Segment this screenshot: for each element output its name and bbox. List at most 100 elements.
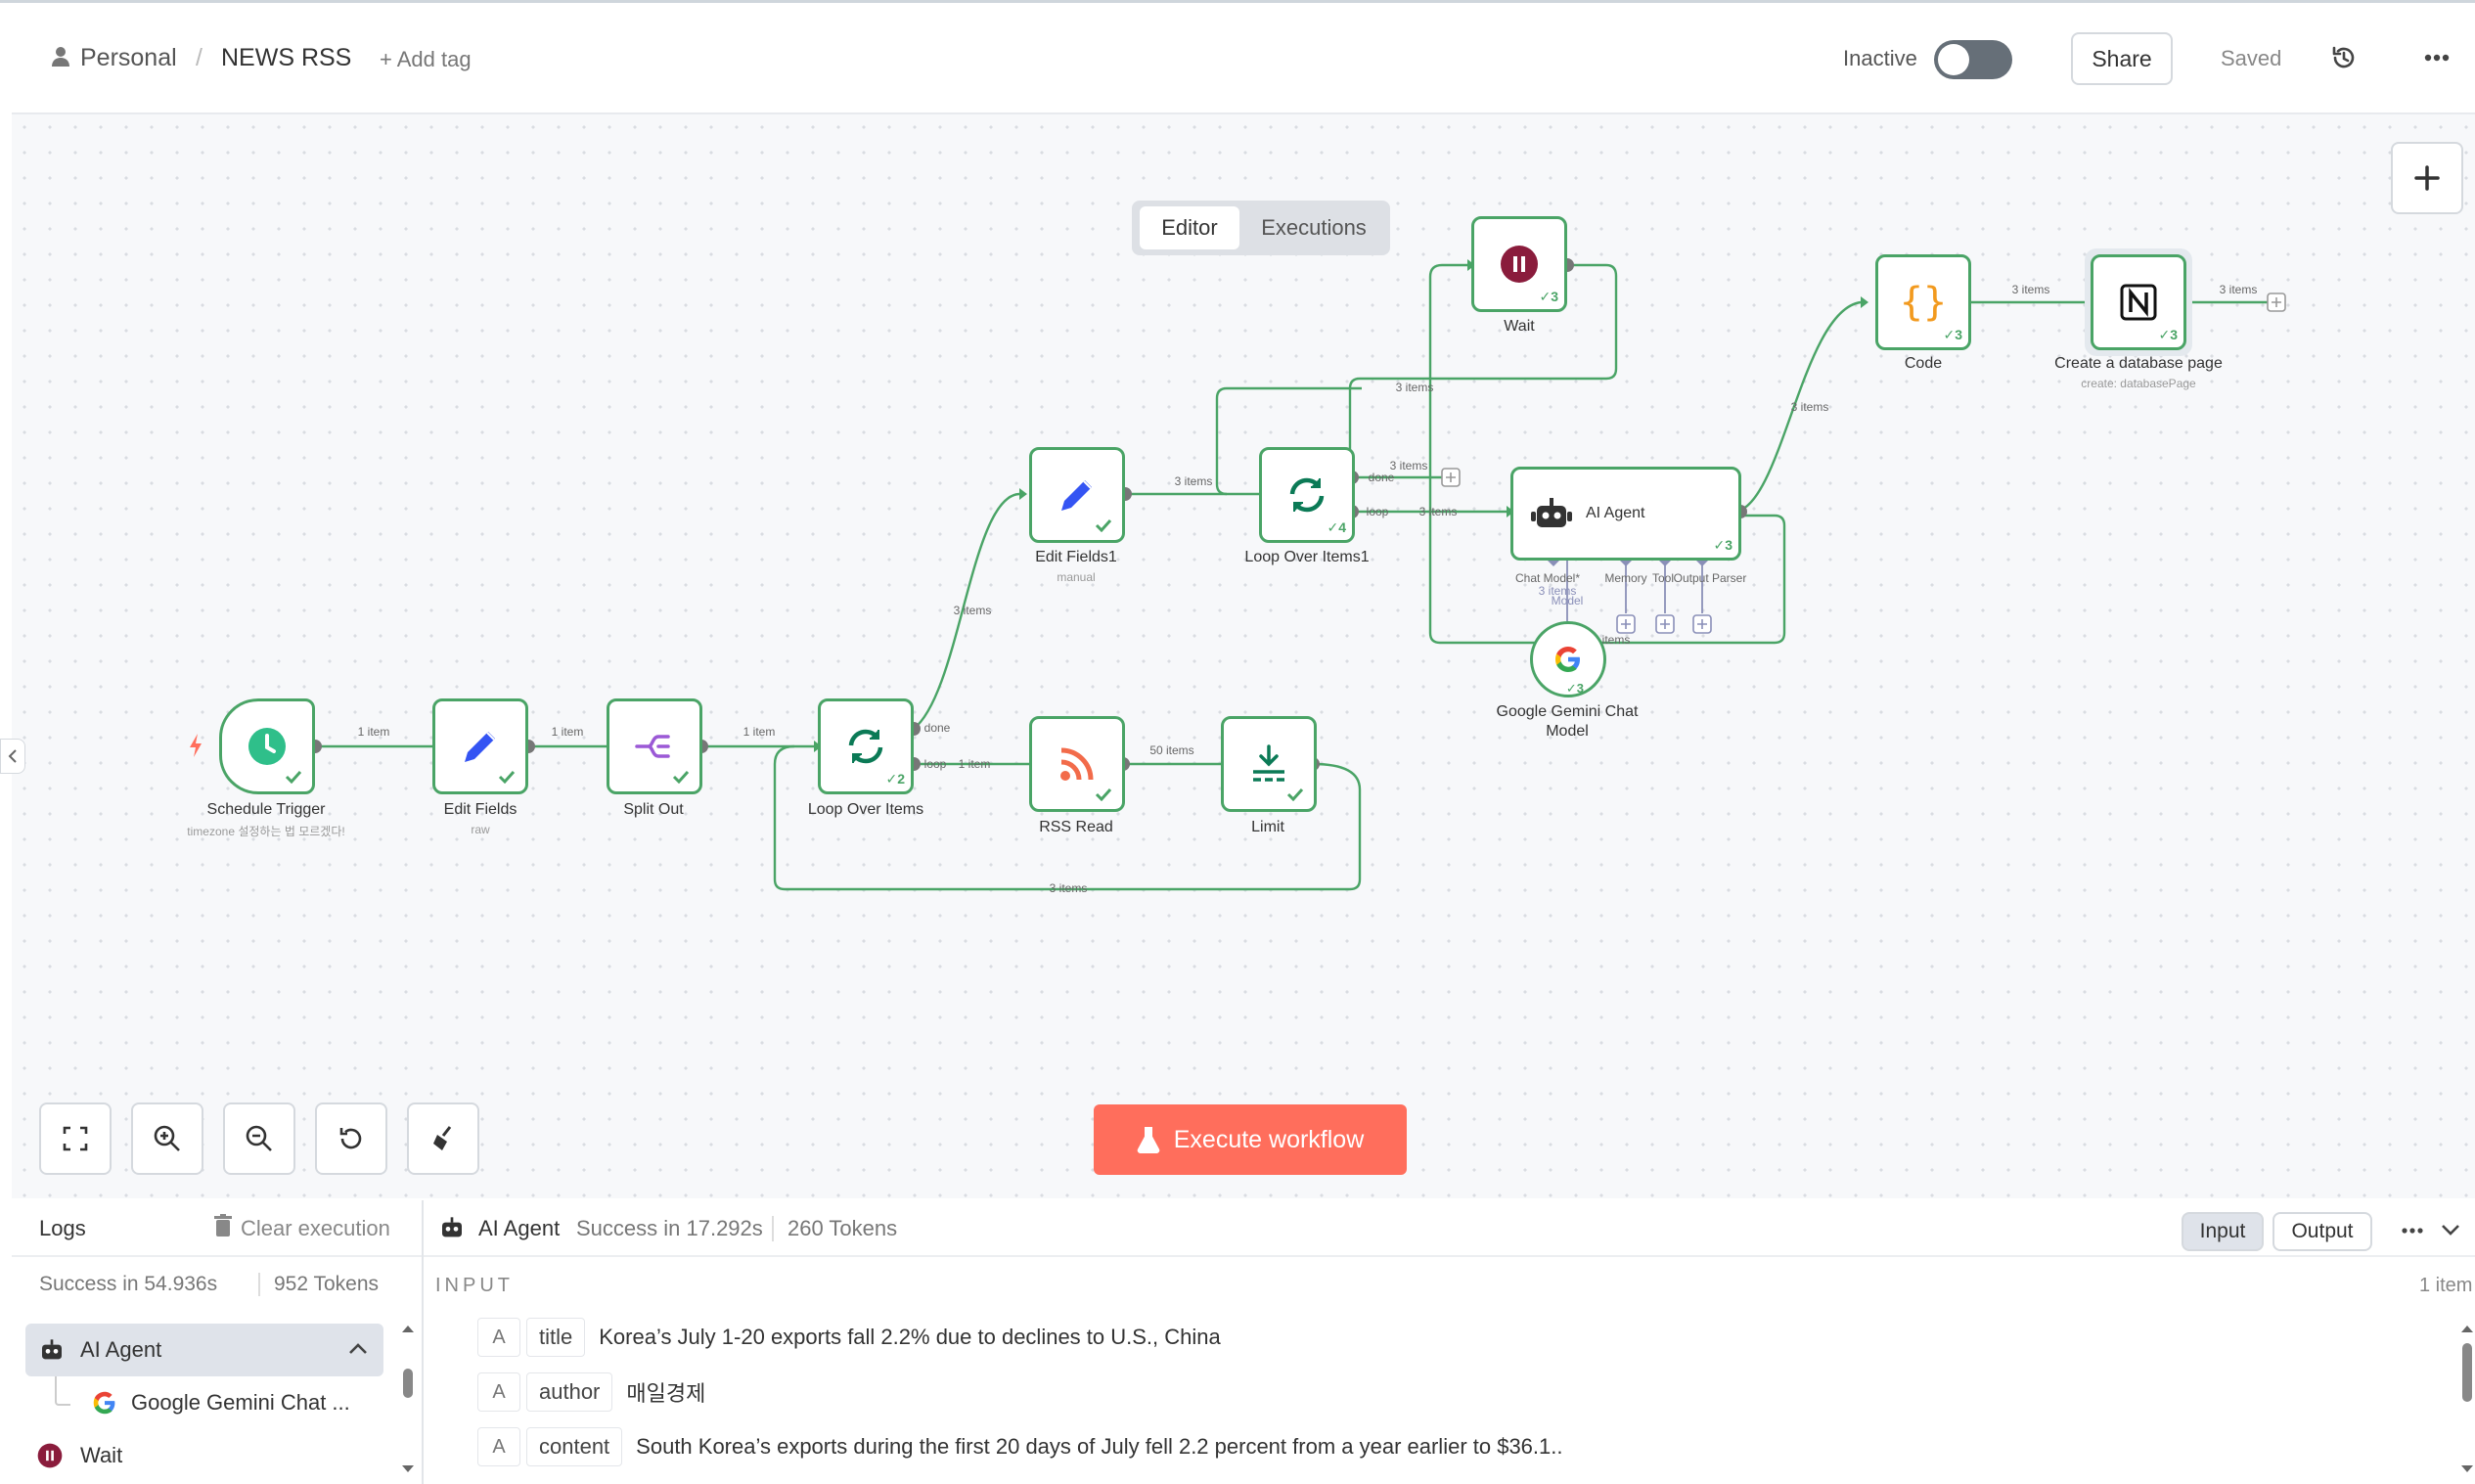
run-count-badge: ✓3 bbox=[2158, 327, 2178, 342]
history-icon[interactable] bbox=[2330, 44, 2358, 71]
node-subtitle: timezone 설정하는 법 모르겠다! bbox=[187, 825, 345, 838]
tidy-up-button[interactable] bbox=[407, 1102, 479, 1175]
workflow-name[interactable]: NEWS RSS bbox=[221, 44, 352, 71]
log-item-google-gemini[interactable]: Google Gemini Chat ... bbox=[90, 1384, 383, 1423]
detail-scrollbar[interactable] bbox=[2458, 1320, 2475, 1482]
node-code[interactable]: {} ✓3 bbox=[1875, 254, 1971, 350]
edge-label-loop: loop bbox=[923, 757, 947, 771]
success-check-icon bbox=[1095, 518, 1112, 532]
active-toggle[interactable] bbox=[1934, 40, 2012, 79]
node-wait[interactable]: ✓3 bbox=[1471, 216, 1567, 312]
fit-view-button[interactable] bbox=[39, 1102, 112, 1175]
edge-label: 50 items bbox=[1149, 743, 1194, 757]
detail-node-name: AI Agent bbox=[478, 1216, 561, 1240]
robot-icon bbox=[1531, 498, 1572, 527]
zoom-in-button[interactable] bbox=[131, 1102, 203, 1175]
chevron-up-icon[interactable] bbox=[348, 1343, 368, 1355]
edge-label: 1 item bbox=[958, 757, 991, 771]
workflow-canvas[interactable]: Editor Executions bbox=[0, 114, 2475, 1198]
chevron-left-icon bbox=[8, 749, 17, 763]
collapse-sidebar-handle[interactable] bbox=[0, 739, 25, 774]
scroll-up-icon[interactable] bbox=[2460, 1324, 2474, 1333]
edge-label: 1 item bbox=[357, 725, 390, 739]
node-limit[interactable] bbox=[1221, 716, 1317, 812]
fit-view-icon bbox=[63, 1126, 88, 1151]
share-button[interactable]: Share bbox=[2071, 32, 2173, 85]
node-google-gemini-chat-model[interactable]: ✓3 bbox=[1530, 621, 1606, 697]
edge-label: 3 items bbox=[1395, 381, 1434, 394]
zoom-in-icon bbox=[154, 1125, 180, 1151]
field-key: author bbox=[526, 1372, 613, 1412]
reset-zoom-button[interactable] bbox=[315, 1102, 387, 1175]
execute-workflow-button[interactable]: Execute workflow bbox=[1094, 1104, 1407, 1175]
scrollbar-thumb[interactable] bbox=[2462, 1343, 2472, 1402]
node-subtitle: create: databasePage bbox=[2081, 377, 2196, 390]
log-item-ai-agent[interactable]: AI Agent bbox=[25, 1324, 383, 1376]
add-tag-button[interactable]: + Add tag bbox=[380, 47, 472, 71]
log-tree-connector bbox=[55, 1376, 70, 1406]
input-field-row: A content South Korea’s exports during t… bbox=[477, 1425, 1563, 1468]
field-value: 매일경제 bbox=[626, 1381, 706, 1406]
node-loop-over-items1[interactable]: ✓4 bbox=[1259, 447, 1355, 543]
view-tabs: Editor Executions bbox=[1132, 201, 1390, 255]
detail-tokens: 260 Tokens bbox=[772, 1216, 897, 1241]
node-create-database-page[interactable]: ✓3 bbox=[2091, 254, 2186, 350]
node-loop-over-items[interactable]: ✓2 bbox=[818, 698, 914, 794]
zoom-out-icon bbox=[246, 1125, 272, 1151]
success-check-icon bbox=[285, 770, 302, 784]
tab-editor[interactable]: Editor bbox=[1140, 206, 1239, 249]
chevron-down-icon[interactable] bbox=[2441, 1224, 2460, 1236]
zoom-out-button[interactable] bbox=[223, 1102, 295, 1175]
scroll-down-icon[interactable] bbox=[2460, 1464, 2474, 1474]
node-rss-read[interactable] bbox=[1029, 716, 1125, 812]
input-field-row: A title Korea’s July 1-20 exports fall 2… bbox=[477, 1316, 1221, 1359]
node-label: Limit bbox=[1251, 819, 1284, 835]
google-icon bbox=[1555, 647, 1580, 672]
scroll-up-icon[interactable] bbox=[401, 1324, 415, 1333]
add-node-button[interactable] bbox=[2391, 142, 2463, 214]
node-edit-fields1[interactable] bbox=[1029, 447, 1125, 543]
more-options-icon[interactable] bbox=[2402, 1228, 2423, 1234]
split-icon bbox=[635, 735, 670, 758]
tab-executions[interactable]: Executions bbox=[1261, 215, 1367, 240]
broom-icon bbox=[433, 1126, 452, 1150]
node-label: Create a database page bbox=[2054, 355, 2223, 372]
node-label: Wait bbox=[1504, 318, 1535, 335]
detail-divider bbox=[424, 1255, 2475, 1257]
edge-label: 3 items bbox=[1418, 505, 1458, 518]
breadcrumb-personal[interactable]: Personal bbox=[80, 44, 177, 71]
scrollbar-thumb[interactable] bbox=[403, 1369, 413, 1398]
logs-summary-success: Success in 54.936s bbox=[39, 1273, 218, 1295]
more-options-icon[interactable] bbox=[2424, 54, 2450, 62]
robot-icon bbox=[442, 1217, 462, 1237]
edge-label: items bbox=[1601, 633, 1631, 647]
header-bar: Personal / NEWS RSS + Add tag Inactive S… bbox=[12, 3, 2475, 114]
node-edit-fields[interactable] bbox=[432, 698, 528, 794]
edge-label-done: done bbox=[1368, 471, 1395, 484]
logs-title: Logs bbox=[39, 1216, 86, 1240]
code-braces-icon: {} bbox=[1899, 280, 1948, 325]
robot-icon bbox=[42, 1339, 62, 1360]
output-toggle-button[interactable]: Output bbox=[2272, 1212, 2372, 1251]
user-icon bbox=[52, 47, 69, 67]
node-label: Edit Fields1 bbox=[1035, 549, 1117, 565]
active-status-label: Inactive bbox=[1843, 46, 1917, 70]
input-toggle-button[interactable]: Input bbox=[2182, 1212, 2264, 1251]
clock-icon bbox=[248, 728, 286, 765]
edge-label: 1 item bbox=[742, 725, 776, 739]
log-item-label: Google Gemini Chat ... bbox=[131, 1390, 350, 1415]
node-schedule-trigger[interactable] bbox=[219, 698, 315, 794]
node-subtitle: raw bbox=[471, 823, 490, 836]
logs-scrollbar[interactable] bbox=[399, 1320, 417, 1482]
node-split-out[interactable] bbox=[607, 698, 702, 794]
node-label: AI Agent bbox=[1586, 505, 1645, 521]
node-label: Split Out bbox=[623, 801, 684, 818]
log-item-wait[interactable]: Wait bbox=[37, 1439, 331, 1478]
log-detail-panel: AI Agent Success in 17.292s 260 Tokens I… bbox=[424, 1200, 2475, 1484]
node-ai-agent[interactable]: AI Agent ✓3 bbox=[1510, 467, 1741, 561]
clear-execution-button[interactable]: Clear execution bbox=[241, 1216, 390, 1240]
pencil-icon bbox=[465, 732, 495, 762]
scroll-down-icon[interactable] bbox=[401, 1464, 415, 1474]
field-key: content bbox=[526, 1427, 623, 1466]
input-section-title: INPUT bbox=[435, 1275, 514, 1296]
